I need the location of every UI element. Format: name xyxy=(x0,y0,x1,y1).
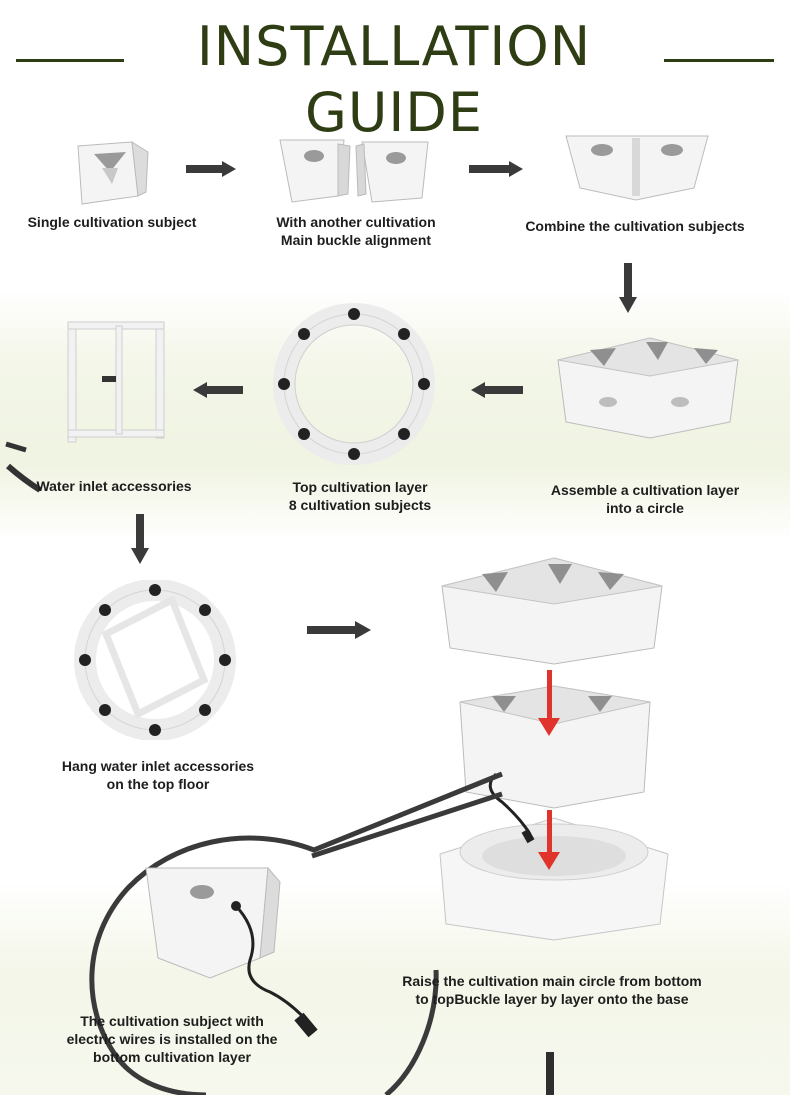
cable-fragment-decoration xyxy=(4,440,44,496)
combined-subjects-illustration xyxy=(562,132,712,204)
step-caption-water: Water inlet accessories xyxy=(36,478,192,494)
arrow-left-2 xyxy=(471,382,523,398)
single-subject-illustration xyxy=(72,138,152,208)
arrow-right-3 xyxy=(307,621,371,639)
title-rule-right xyxy=(664,59,774,62)
step-caption-wires: The cultivation subject with electric wi… xyxy=(66,1013,278,1065)
step-caption-hang: Hang water inlet accessories on the top … xyxy=(61,758,255,792)
ring-layer-illustration xyxy=(272,302,436,466)
hung-frame-ring-illustration xyxy=(72,580,238,740)
callout-outline xyxy=(76,770,506,1095)
step-caption-align: With another cultivation Main buckle ali… xyxy=(276,214,436,248)
two-subjects-illustration xyxy=(278,136,438,208)
assembled-layer-illustration xyxy=(550,330,746,442)
title-rule-left xyxy=(16,59,124,62)
arrow-down-3 xyxy=(543,1052,557,1095)
arrow-down-2 xyxy=(131,514,149,564)
wired-subject-illustration xyxy=(140,862,330,1042)
step-caption-combine: Combine the cultivation subjects xyxy=(525,218,745,234)
arrow-left-1 xyxy=(193,382,243,398)
stacked-tower-illustration xyxy=(438,552,670,942)
step-caption-assemble: Assemble a cultivation layer into a circ… xyxy=(550,482,740,516)
page-title: INSTALLATION GUIDE xyxy=(196,15,592,144)
step-caption-single: Single cultivation subject xyxy=(27,214,197,230)
water-inlet-frame-illustration xyxy=(64,318,168,448)
title-block: INSTALLATION GUIDE xyxy=(0,14,790,144)
step-caption-raise: Raise the cultivation main circle from b… xyxy=(402,973,702,1007)
step-caption-top: Top cultivation layer 8 cultivation subj… xyxy=(288,479,432,513)
arrow-right-2 xyxy=(469,161,523,177)
arrow-right-1 xyxy=(186,161,236,177)
arrow-down-1 xyxy=(619,263,637,313)
